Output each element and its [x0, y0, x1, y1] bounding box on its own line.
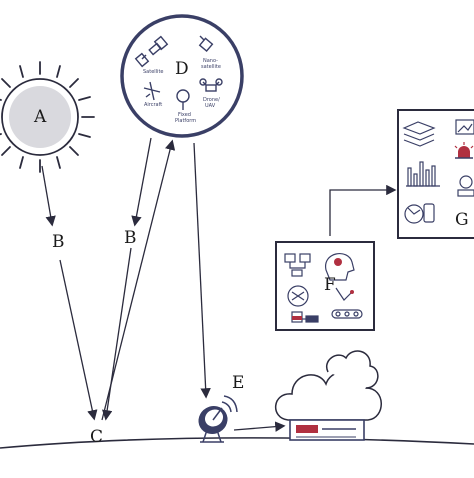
- label-g: G: [455, 210, 469, 230]
- image-icon: [455, 119, 474, 135]
- platform-drone-1: Drone/: [203, 97, 220, 103]
- arrow-platform-to-station: [193, 142, 211, 399]
- brain-network-icon: [287, 285, 309, 307]
- platform-satellite: Satellite: [143, 69, 163, 75]
- label-d: D: [175, 59, 189, 79]
- arrow-sun-to-ground-bottom: [59, 259, 98, 421]
- label-c: C: [90, 427, 103, 447]
- platform-fixed-2: Platform: [175, 118, 196, 124]
- aircraft-icon: [143, 81, 161, 101]
- arrow-ground-to-platform: [101, 139, 176, 421]
- camera-icon: [457, 175, 474, 197]
- platform-aircraft: Aircraft: [144, 102, 162, 108]
- database-icon: [291, 311, 319, 323]
- ground-line: [0, 437, 474, 449]
- label-b-right: B: [124, 228, 137, 248]
- nano-satellite-icon: [198, 35, 214, 53]
- bar-chart-icon: [406, 161, 440, 187]
- arrow-sun-to-ground-top: [41, 165, 56, 227]
- satellite-dish-icon: [198, 395, 238, 443]
- arrow-platform-to-ground-bottom: [101, 247, 132, 421]
- sun-icon: [0, 61, 95, 173]
- arrow-station-to-cloud: [233, 421, 286, 432]
- label-e: E: [232, 373, 244, 393]
- server-icon: [289, 419, 365, 441]
- energy-arrows: [41, 137, 397, 432]
- label-b-left: B: [52, 232, 65, 252]
- drone-icon: [199, 78, 223, 92]
- label-a: A: [33, 107, 47, 127]
- flowchart-icon: [284, 253, 311, 277]
- satellite-icon: [134, 35, 169, 68]
- platform-fixed-1: Fixed: [178, 112, 191, 118]
- applications-panel: [397, 109, 474, 239]
- cloud-icon: [274, 350, 382, 421]
- arrow-platform-to-ground-top: [131, 137, 152, 227]
- platform-circle: [120, 14, 244, 138]
- layers-icon: [402, 121, 436, 147]
- globe-phone-icon: [404, 203, 435, 224]
- arrow-analytics-to-apps: [329, 184, 397, 236]
- analytics-panel: [275, 241, 375, 331]
- platform-nano-satellite-1: Nano-: [203, 58, 218, 64]
- robot-arm-icon: [331, 287, 363, 319]
- alarm-icon: [454, 142, 474, 159]
- fixed-platform-icon: [176, 89, 190, 110]
- label-f: F: [324, 275, 336, 295]
- ai-head-icon: [325, 253, 355, 281]
- platform-nano-satellite-2: satellite: [201, 64, 221, 70]
- platform-drone-2: UAV: [205, 103, 216, 109]
